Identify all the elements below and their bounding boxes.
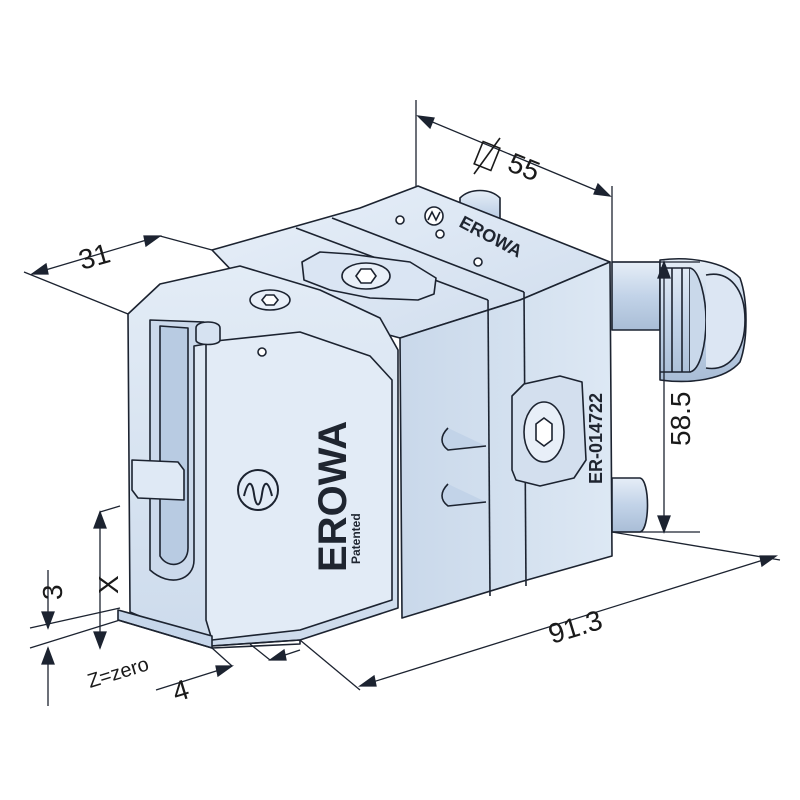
patented-label: Patented [349, 513, 363, 564]
dimension-lines [23, 100, 781, 706]
top-hole-3 [473, 257, 483, 267]
dim-z-zero: Z=zero [85, 653, 152, 692]
dim-height: 58.5 [665, 392, 696, 447]
dim-offset-4: 4 [169, 674, 193, 708]
part-number-label: ER-014722 [586, 393, 606, 484]
side-notch-lower [441, 483, 487, 507]
dim-width-top: 31 [75, 237, 113, 275]
brand-front-label: EROWA [311, 421, 355, 572]
rear-pin-lower [611, 477, 649, 533]
diameter-symbol [473, 137, 501, 175]
top-hole-1 [395, 215, 405, 225]
hex-socket-screw-icon [341, 262, 391, 290]
hex-socket-screw-icon [249, 289, 291, 311]
dim-length: 91.3 [545, 604, 606, 650]
top-hole-2 [435, 229, 445, 239]
front-jaw [117, 265, 399, 649]
dim-offset-3: 3 [37, 584, 68, 600]
dim-diameter: 55 [504, 147, 545, 187]
erowa-logo-icon [424, 206, 444, 226]
front-hole [257, 347, 267, 357]
side-notch-upper [441, 427, 487, 451]
rear-pin-upper [611, 258, 747, 383]
erowa-logo-icon [237, 469, 279, 511]
hex-socket-screw-icon [523, 401, 565, 463]
dim-axis-x: X [93, 575, 124, 594]
